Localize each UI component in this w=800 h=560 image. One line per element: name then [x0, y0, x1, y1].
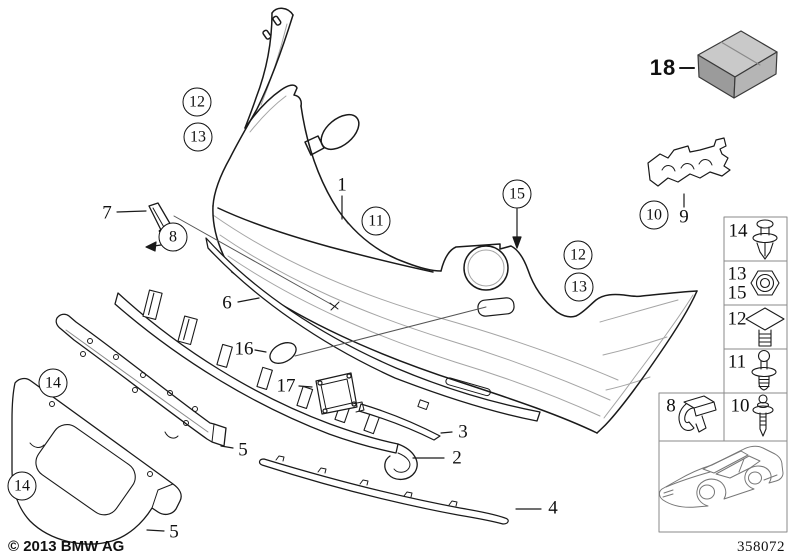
headlamp-bracket-part9: [647, 137, 731, 187]
table-label-8[interactable]: 8: [666, 395, 676, 417]
push-rivet-icon: [751, 349, 777, 391]
callout-14-circled-upper[interactable]: 14: [38, 368, 68, 398]
table-label-12[interactable]: 12: [727, 308, 747, 330]
callout-2[interactable]: 2: [452, 447, 462, 469]
callout-6[interactable]: 6: [222, 292, 232, 314]
callout-4[interactable]: 4: [548, 497, 558, 519]
callout-18[interactable]: 18: [649, 55, 677, 80]
callout-13-circled-right[interactable]: 13: [564, 272, 594, 302]
screw-rivet-icon: [752, 394, 774, 437]
callout-11-circled[interactable]: 11: [361, 206, 391, 236]
callout-17[interactable]: 17: [276, 375, 296, 397]
lower-grille-part2: [114, 289, 418, 481]
arrow-15: [512, 208, 522, 249]
callout-10-circled[interactable]: 10: [639, 200, 669, 230]
square-head-screw-icon: [745, 307, 785, 347]
car-silhouette-icon: [659, 445, 784, 508]
table-label-11[interactable]: 11: [727, 351, 747, 373]
callout-12-circled-left[interactable]: 12: [182, 87, 212, 117]
table-label-15[interactable]: 15: [727, 282, 747, 304]
leader-lines: [173, 215, 487, 357]
arrow-8: [145, 241, 162, 252]
hex-nut-icon: [750, 270, 780, 296]
callout-9[interactable]: 9: [679, 206, 689, 228]
bracket-plate-part17: [315, 372, 365, 415]
parts-kit-box-icon: [697, 30, 778, 99]
callout-1[interactable]: 1: [337, 174, 347, 196]
fog-lamp-opening: [463, 245, 509, 291]
expanding-rivet-icon: [752, 219, 778, 260]
table-label-10[interactable]: 10: [730, 395, 750, 417]
callout-16[interactable]: 16: [234, 338, 254, 360]
rubbing-strip-part4: [258, 455, 509, 525]
callout-8-circled[interactable]: 8: [158, 222, 188, 252]
front-bumper-cover: [212, 7, 698, 434]
callout-5-upper[interactable]: 5: [238, 439, 248, 461]
callout-14-circled-lower[interactable]: 14: [7, 471, 37, 501]
callout-15-circled[interactable]: 15: [502, 179, 532, 209]
diagram-number: 358072: [737, 539, 785, 555]
callout-7[interactable]: 7: [102, 202, 112, 224]
callout-5-lower[interactable]: 5: [169, 521, 179, 543]
fastener-table-grid: [658, 216, 788, 533]
cover-oval-part16: [269, 342, 297, 364]
mounting-clip-icon: [678, 395, 717, 433]
license-filler-front-part5: [11, 377, 182, 545]
callout-12-circled-right[interactable]: 12: [563, 240, 593, 270]
table-label-14[interactable]: 14: [728, 220, 748, 242]
tow-hook-slot: [477, 297, 515, 317]
license-filler-rear-part5: [55, 313, 227, 447]
callout-3[interactable]: 3: [458, 421, 468, 443]
callout-13-circled-left[interactable]: 13: [183, 122, 213, 152]
label-dashes: [116, 67, 695, 532]
impact-strip-part6: [205, 237, 541, 422]
copyright-notice: © 2013 BMW AG: [8, 538, 125, 555]
side-strip-part3: [358, 399, 441, 441]
table-label-13[interactable]: 13: [727, 263, 747, 285]
